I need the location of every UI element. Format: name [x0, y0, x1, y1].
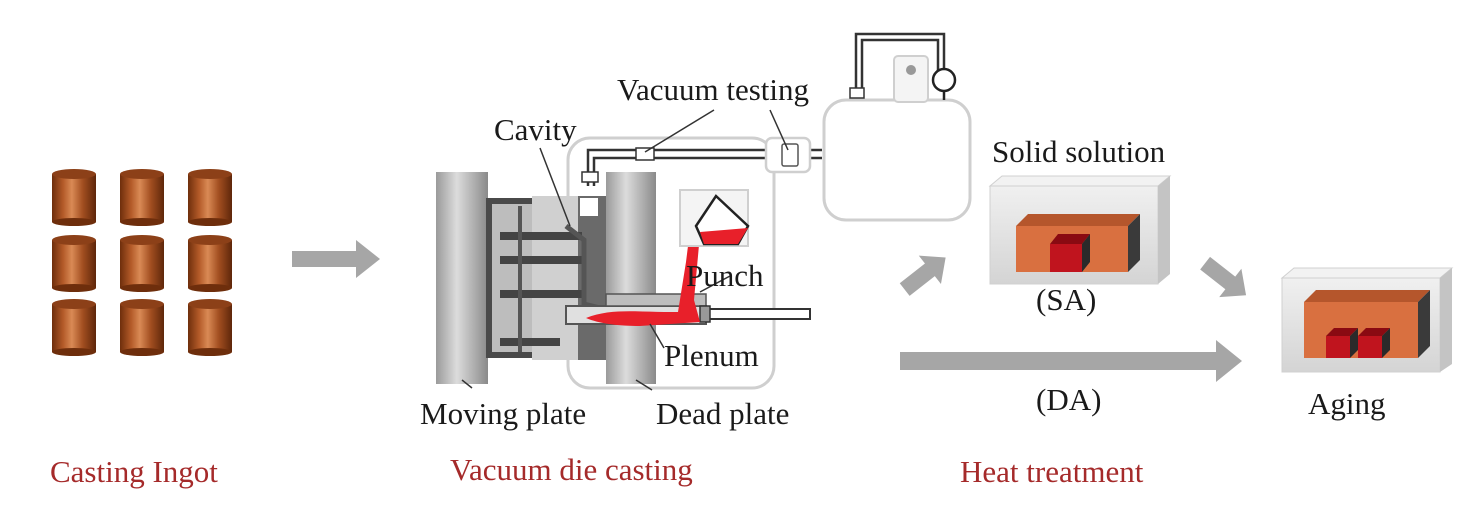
ingot-icon: [52, 299, 96, 356]
label-vacuum-testing: Vacuum testing: [617, 72, 809, 107]
punch-rod: [705, 308, 811, 320]
ingot-grid: [52, 169, 232, 356]
ingot-icon: [52, 169, 96, 226]
ladle-icon: [679, 189, 750, 247]
arrow-da: [900, 340, 1242, 382]
label-plenum: Plenum: [664, 338, 759, 373]
ingot-icon: [120, 235, 164, 292]
dead-plate: [606, 172, 656, 384]
ingot-icon: [188, 169, 232, 226]
caption-heat-treatment: Heat treatment: [960, 454, 1144, 489]
aging-specimen: [1280, 267, 1454, 373]
die-casting-machine: [436, 109, 822, 391]
ingot-icon: [120, 169, 164, 226]
ingot-icon: [120, 299, 164, 356]
label-punch: Punch: [686, 258, 764, 293]
valve-icon: [635, 147, 655, 161]
label-aging: Aging: [1308, 386, 1386, 421]
arrow-sa-to-aging: [1200, 256, 1247, 298]
label-moving-plate: Moving plate: [420, 396, 586, 431]
label-cavity: Cavity: [494, 112, 577, 147]
ingot-icon: [52, 235, 96, 292]
solid-solution-specimen: [988, 175, 1172, 285]
caption-casting-ingot: Casting Ingot: [50, 454, 218, 489]
label-sa: (SA): [1036, 282, 1096, 317]
arrow-to-sa: [899, 255, 946, 296]
molten-metal: [586, 230, 700, 326]
arrow-ingot-to-casting: [292, 240, 380, 278]
ingot-icon: [188, 235, 232, 292]
gauge-icon: [906, 65, 916, 75]
vacuum-pump-icon: [822, 32, 972, 222]
label-solid-solution: Solid solution: [992, 134, 1166, 169]
label-dead-plate: Dead plate: [656, 396, 789, 431]
caption-vacuum-die-casting: Vacuum die casting: [450, 452, 693, 487]
moving-plate: [436, 172, 488, 384]
ingot-icon: [188, 299, 232, 356]
label-da: (DA): [1036, 382, 1101, 417]
